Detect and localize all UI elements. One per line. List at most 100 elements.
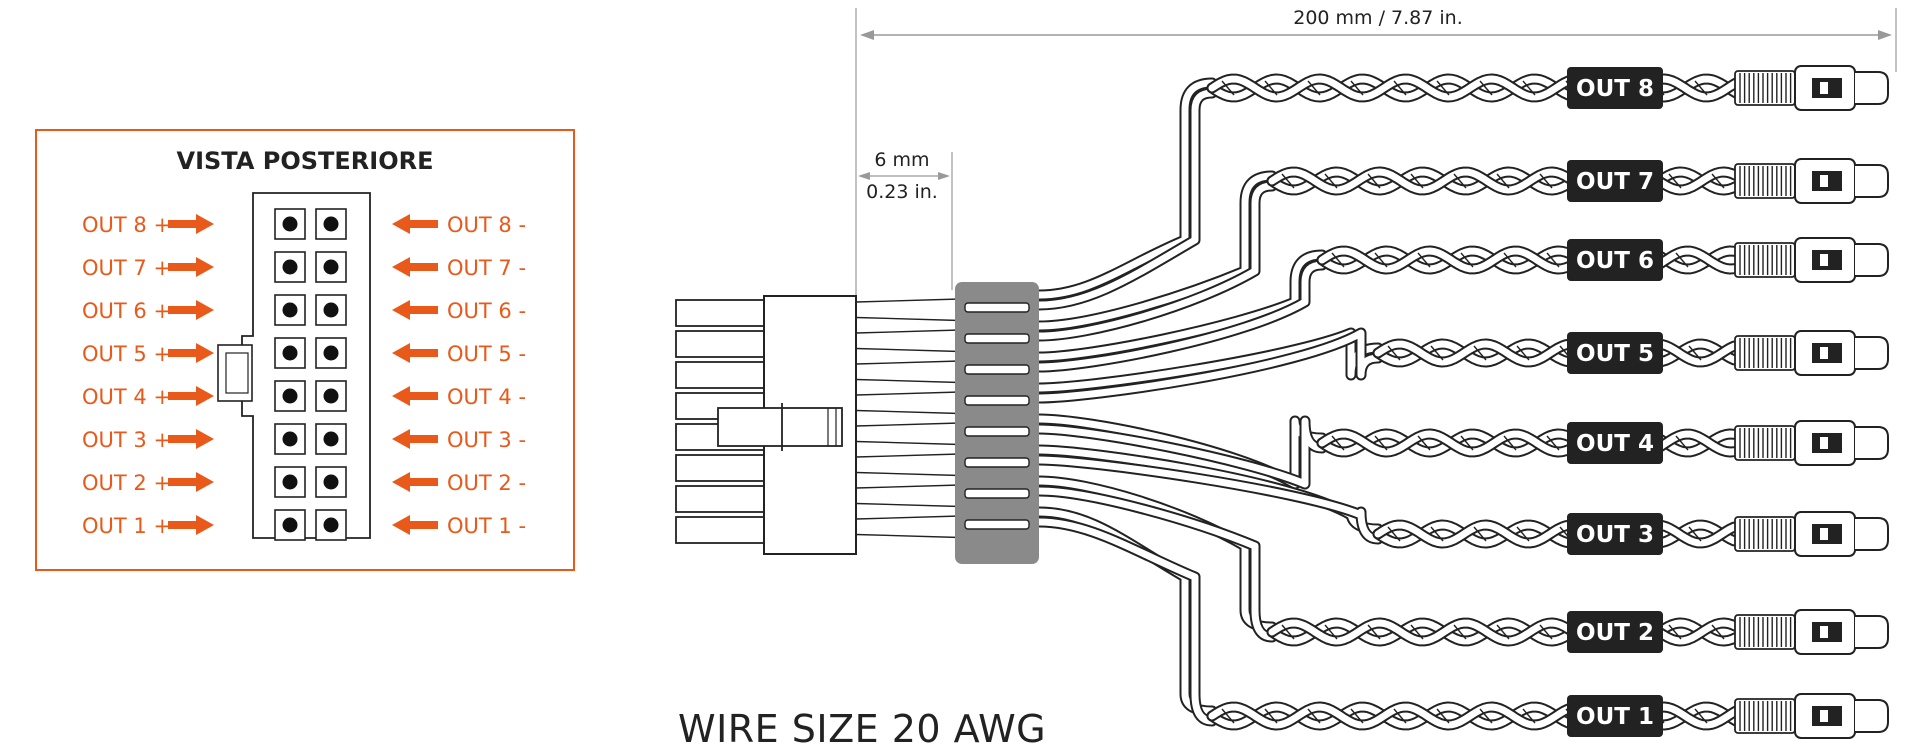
legend-title: VISTA POSTERIORE (177, 147, 434, 175)
pin-contact (323, 517, 339, 533)
output-out-7: OUT 7 (1567, 158, 1889, 204)
sleeve-slot (964, 426, 1030, 437)
rca-plug-icon (1734, 511, 1889, 557)
sleeve-slot (964, 364, 1030, 375)
arrow-left-icon (392, 472, 438, 492)
strip-length-in: 0.23 in. (866, 181, 938, 203)
rca-plug-icon (1734, 330, 1889, 376)
output-plugs: OUT 8 OUT 7 OUT 6 OUT 5 OUT 4 OUT 3 OUT 2 OUT 1 (1567, 65, 1889, 739)
output-out-8: OUT 8 (1567, 65, 1889, 111)
pin-cavity (274, 337, 306, 369)
arrow-right-icon (168, 300, 214, 320)
main-connector (675, 295, 857, 555)
sleeve-slot (964, 519, 1030, 530)
legend-row: OUT 5 + OUT 5 - (82, 337, 526, 369)
output-tag-label: OUT 6 (1576, 248, 1654, 274)
legend-plus-label: OUT 3 + (82, 428, 171, 452)
legend-plus-label: OUT 8 + (82, 213, 171, 237)
legend-minus-label: OUT 2 - (447, 471, 526, 495)
connector-face (241, 192, 371, 539)
legend-minus-label: OUT 5 - (447, 342, 526, 366)
pin-contact (323, 259, 339, 275)
output-tag-label: OUT 3 (1576, 522, 1654, 548)
arrow-left-icon (392, 386, 438, 406)
arrow-right-icon (168, 386, 214, 406)
wire-pair (1033, 245, 1740, 373)
legend-row: OUT 6 +OUT 6 - (82, 294, 526, 326)
sleeve-slot (964, 302, 1030, 313)
output-tag-label: OUT 4 (1576, 431, 1654, 457)
pin-contact (282, 474, 298, 490)
arrow-left-icon (392, 214, 438, 234)
legend-row: OUT 1 + OUT 1 - (82, 509, 526, 541)
output-tag-label: OUT 5 (1576, 341, 1654, 367)
pin-contact (282, 259, 298, 275)
output-tag (1567, 67, 1663, 109)
legend-minus-label: OUT 1 - (447, 514, 526, 538)
pin-contact (323, 345, 339, 361)
wire-pair (1033, 327, 1740, 404)
legend-minus-label: OUT 7 - (447, 256, 526, 280)
rca-plug-icon (1734, 420, 1889, 466)
connector-latch-inner (225, 352, 249, 394)
legend-row: OUT 7 + OUT 7 - (82, 251, 526, 283)
legend-row: OUT 3 + OUT 3 - (82, 423, 526, 455)
output-tag (1567, 611, 1663, 653)
pin-contact (282, 388, 298, 404)
arrow-left-icon (392, 429, 438, 449)
output-tag-label: OUT 1 (1576, 704, 1654, 730)
output-tag-label: OUT 7 (1576, 169, 1654, 195)
output-tag-label: OUT 8 (1576, 76, 1654, 102)
connector-pin (675, 485, 765, 513)
pin-contact (323, 302, 339, 318)
rca-plug-icon (1734, 237, 1889, 283)
connector-pin (675, 299, 765, 327)
legend-minus-label: OUT 8 - (447, 213, 526, 237)
arrow-right-icon (168, 472, 214, 492)
legend-plus-label: OUT 4 + (82, 385, 171, 409)
output-out-2: OUT 2 (1567, 609, 1889, 655)
legend-minus-label: OUT 4 - (447, 385, 526, 409)
arrow-left-icon (392, 257, 438, 277)
pin-contact (282, 517, 298, 533)
pin-contact (282, 302, 298, 318)
sleeve-slot (964, 395, 1030, 406)
output-out-4: OUT 4 (1567, 420, 1889, 466)
legend-plus-label: OUT 7 + (82, 256, 171, 280)
legend-plus-label: OUT 2 + (82, 471, 171, 495)
pin-contact (282, 216, 298, 232)
rca-plug-icon (1734, 609, 1889, 655)
connector-pin (675, 330, 765, 358)
wire-size-label: WIRE SIZE 20 AWG (678, 707, 1046, 744)
rca-plug-icon (1734, 65, 1889, 111)
wire-pair (1033, 444, 1740, 549)
pin-contact (323, 388, 339, 404)
rear-view-legend: VISTA POSTERIORE OUT 8 +OUT 8 -OUT 7 +OU… (35, 129, 575, 571)
pin-contact (323, 216, 339, 232)
legend-plus-label: OUT 5 + (82, 342, 171, 366)
output-out-5: OUT 5 (1567, 330, 1889, 376)
legend-minus-label: OUT 3 - (447, 428, 526, 452)
connector-lock-tab (717, 407, 843, 447)
legend-row: OUT 2 + OUT 2 - (82, 466, 526, 498)
arrow-left-icon (392, 515, 438, 535)
connector-pin (675, 361, 765, 389)
wire-pair (1033, 413, 1740, 490)
legend-plus-label: OUT 1 + (82, 514, 171, 538)
pin-contact (282, 431, 298, 447)
output-tag (1567, 513, 1663, 555)
pin-contact (323, 474, 339, 490)
total-length-dimension: 200 mm / 7.87 in. (855, 4, 1897, 300)
heat-shrink-sleeve (955, 282, 1039, 564)
output-out-3: OUT 3 (1567, 511, 1889, 557)
arrow-right-icon (168, 515, 214, 535)
output-tag (1567, 160, 1663, 202)
rca-plug-icon (1734, 693, 1889, 739)
pin-contact (282, 345, 298, 361)
arrow-right-icon (168, 343, 214, 363)
output-out-1: OUT 1 (1567, 693, 1889, 739)
output-tag (1567, 332, 1663, 374)
sleeve-slot (964, 333, 1030, 344)
total-length-label: 200 mm / 7.87 in. (1293, 7, 1463, 29)
